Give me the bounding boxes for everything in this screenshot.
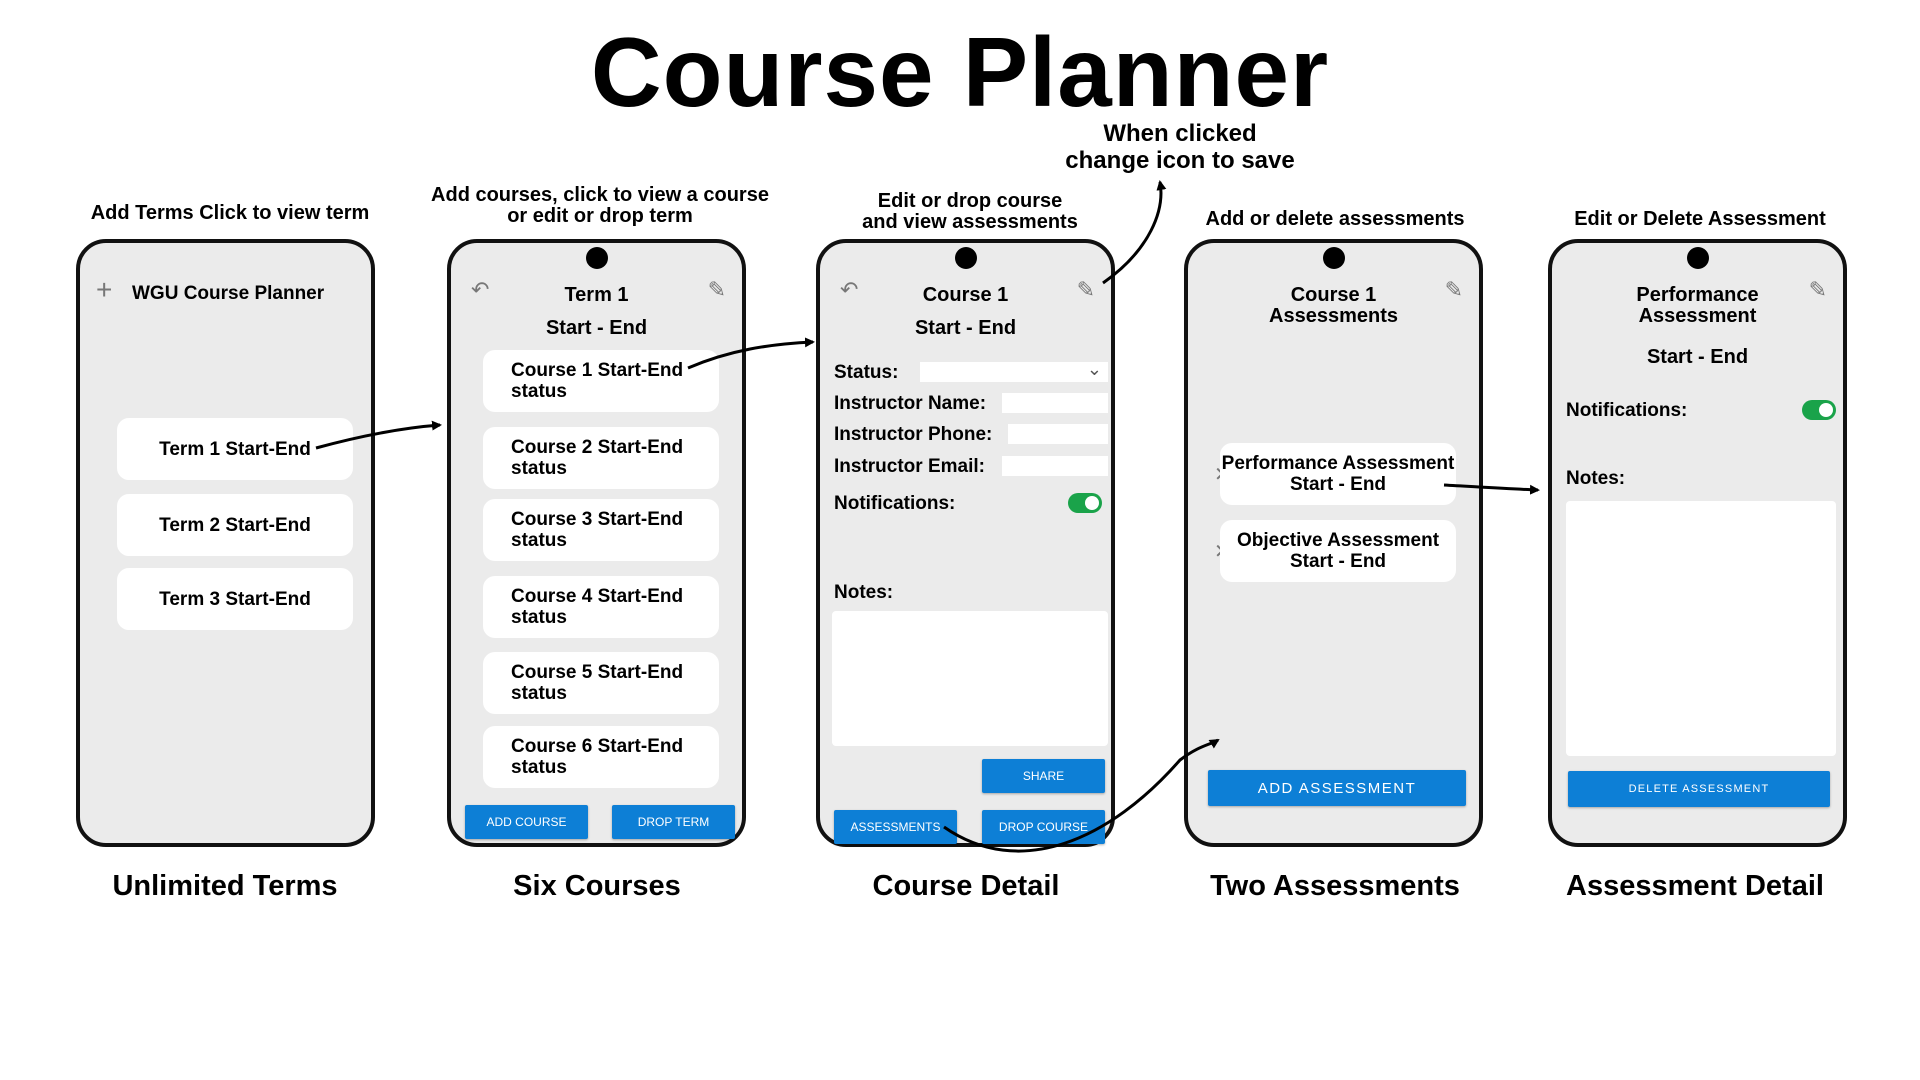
assessment-title: Objective Assessment: [1236, 530, 1440, 551]
term-title: Term 1: [564, 284, 629, 306]
notes-label: Notes:: [834, 582, 894, 603]
delete-assessment-button[interactable]: DELETE ASSESSMENT: [1568, 771, 1830, 807]
edit-icon[interactable]: ✎: [1076, 277, 1095, 302]
instructor-phone-label: Instructor Phone:: [834, 424, 993, 445]
course-detail-label: Course Detail: [872, 870, 1060, 902]
term-label: Term 2 Start-End: [159, 514, 311, 536]
course-status: status: [511, 607, 567, 628]
chevron-down-icon: ⌄: [1086, 359, 1102, 379]
course-title: Course 1: [922, 284, 1009, 306]
course-item-5[interactable]: Course 5 Start-End status: [483, 652, 719, 714]
course-title: Course 6 Start-End: [511, 736, 684, 757]
notifications-toggle[interactable]: [1802, 400, 1836, 420]
course-title: Course 3 Start-End: [511, 509, 684, 530]
course-status: status: [511, 683, 567, 704]
course-status: status: [511, 530, 567, 551]
plus-icon[interactable]: +: [96, 274, 113, 305]
notifications-label: Notifications:: [834, 493, 956, 514]
course-detail-caption: Edit or drop course and view assessments: [862, 190, 1078, 233]
assessment-dates: Start - End: [1289, 474, 1387, 495]
notes-field[interactable]: [832, 611, 1108, 746]
app-header: WGU Course Planner: [132, 283, 325, 304]
share-button[interactable]: SHARE: [982, 759, 1105, 793]
assessments-title: Course 1 Assessments: [1269, 284, 1398, 327]
course-dates: Start - End: [914, 317, 1017, 339]
assessment-title: Performance Assessment: [1221, 453, 1455, 474]
edit-icon[interactable]: ✎: [1444, 277, 1463, 302]
notes-label: Notes:: [1566, 468, 1626, 489]
assessments-screen: ✎ Course 1 Assessments ✕ Performance Ass…: [1184, 239, 1483, 847]
terms-caption: Add Terms Click to view term: [90, 202, 370, 224]
drop-course-button[interactable]: DROP COURSE: [982, 810, 1105, 844]
camera-dot: [1322, 247, 1345, 269]
course-title: Course 2 Start-End: [511, 437, 684, 458]
instructor-name-field[interactable]: [1002, 393, 1108, 413]
course-item-1[interactable]: Course 1 Start-End status: [483, 350, 719, 412]
term-dates: Start - End: [545, 317, 648, 339]
course-title: Course 1 Start-End: [511, 360, 684, 381]
add-course-button[interactable]: ADD COURSE: [465, 805, 588, 839]
status-dropdown[interactable]: ⌄: [920, 359, 1108, 382]
course-status: status: [511, 458, 567, 479]
instructor-email-label: Instructor Email:: [834, 456, 985, 477]
assessment-dates: Start - End: [1289, 551, 1387, 572]
edit-icon[interactable]: ✎: [1808, 277, 1827, 302]
assessments-button[interactable]: ASSESSMENTS: [834, 810, 957, 844]
notes-field[interactable]: [1566, 501, 1836, 756]
page-title: Course Planner: [590, 17, 1330, 127]
instructor-phone-field[interactable]: [1008, 424, 1108, 444]
course-title: Course 4 Start-End: [511, 586, 684, 607]
terms-screen: + WGU Course Planner Term 1 Start-End Te…: [76, 239, 375, 847]
course-status: status: [511, 757, 567, 778]
assessment-dates: Start - End: [1646, 346, 1749, 368]
back-icon[interactable]: ↶: [471, 277, 490, 302]
assessment-title: Performance Assessment: [1636, 284, 1759, 327]
course-title: Course 5 Start-End: [511, 662, 684, 683]
term-item-1[interactable]: Term 1 Start-End: [117, 418, 353, 480]
assessment-item-1[interactable]: Performance Assessment Start - End: [1220, 443, 1456, 505]
assessment-detail-caption: Edit or Delete Assessment: [1574, 208, 1826, 230]
assessment-detail-screen: ✎ Performance Assessment Start - End Not…: [1548, 239, 1847, 847]
term-item-3[interactable]: Term 3 Start-End: [117, 568, 353, 630]
course-item-3[interactable]: Course 3 Start-End status: [483, 499, 719, 561]
term-label: Term 1 Start-End: [159, 438, 311, 460]
drop-term-button[interactable]: DROP TERM: [612, 805, 735, 839]
course-detail-screen: ↶ ✎ Course 1 Start - End Status: ⌄ Instr…: [816, 239, 1115, 847]
courses-screen: ↶ ✎ Term 1 Start - End Course 1 Start-En…: [447, 239, 746, 847]
notifications-toggle[interactable]: [1068, 493, 1102, 513]
course-item-4[interactable]: Course 4 Start-End status: [483, 576, 719, 638]
camera-dot: [1686, 247, 1709, 269]
assessment-detail-label: Assessment Detail: [1566, 870, 1824, 902]
camera-dot: [954, 247, 977, 269]
camera-dot: [585, 247, 608, 269]
courses-label: Six Courses: [513, 870, 681, 902]
instructor-name-label: Instructor Name:: [834, 393, 987, 414]
instructor-email-field[interactable]: [1002, 456, 1108, 476]
terms-label: Unlimited Terms: [112, 870, 338, 902]
notifications-label: Notifications:: [1566, 400, 1688, 421]
assessments-caption: Add or delete assessments: [1205, 208, 1465, 230]
term-item-2[interactable]: Term 2 Start-End: [117, 494, 353, 556]
edit-icon[interactable]: ✎: [707, 277, 726, 302]
term-label: Term 3 Start-End: [159, 588, 311, 610]
assessment-item-2[interactable]: Objective Assessment Start - End: [1220, 520, 1456, 582]
course-item-6[interactable]: Course 6 Start-End status: [483, 726, 719, 788]
course-status: status: [511, 381, 567, 402]
courses-caption: Add courses, click to view a course or e…: [431, 184, 769, 227]
add-assessment-button[interactable]: ADD ASSESSMENT: [1208, 770, 1466, 806]
course-item-2[interactable]: Course 2 Start-End status: [483, 427, 719, 489]
status-label: Status:: [834, 362, 899, 383]
back-icon[interactable]: ↶: [840, 277, 859, 302]
annotation-note: When clicked change icon to save: [1065, 120, 1295, 174]
assessments-label: Two Assessments: [1210, 870, 1460, 902]
